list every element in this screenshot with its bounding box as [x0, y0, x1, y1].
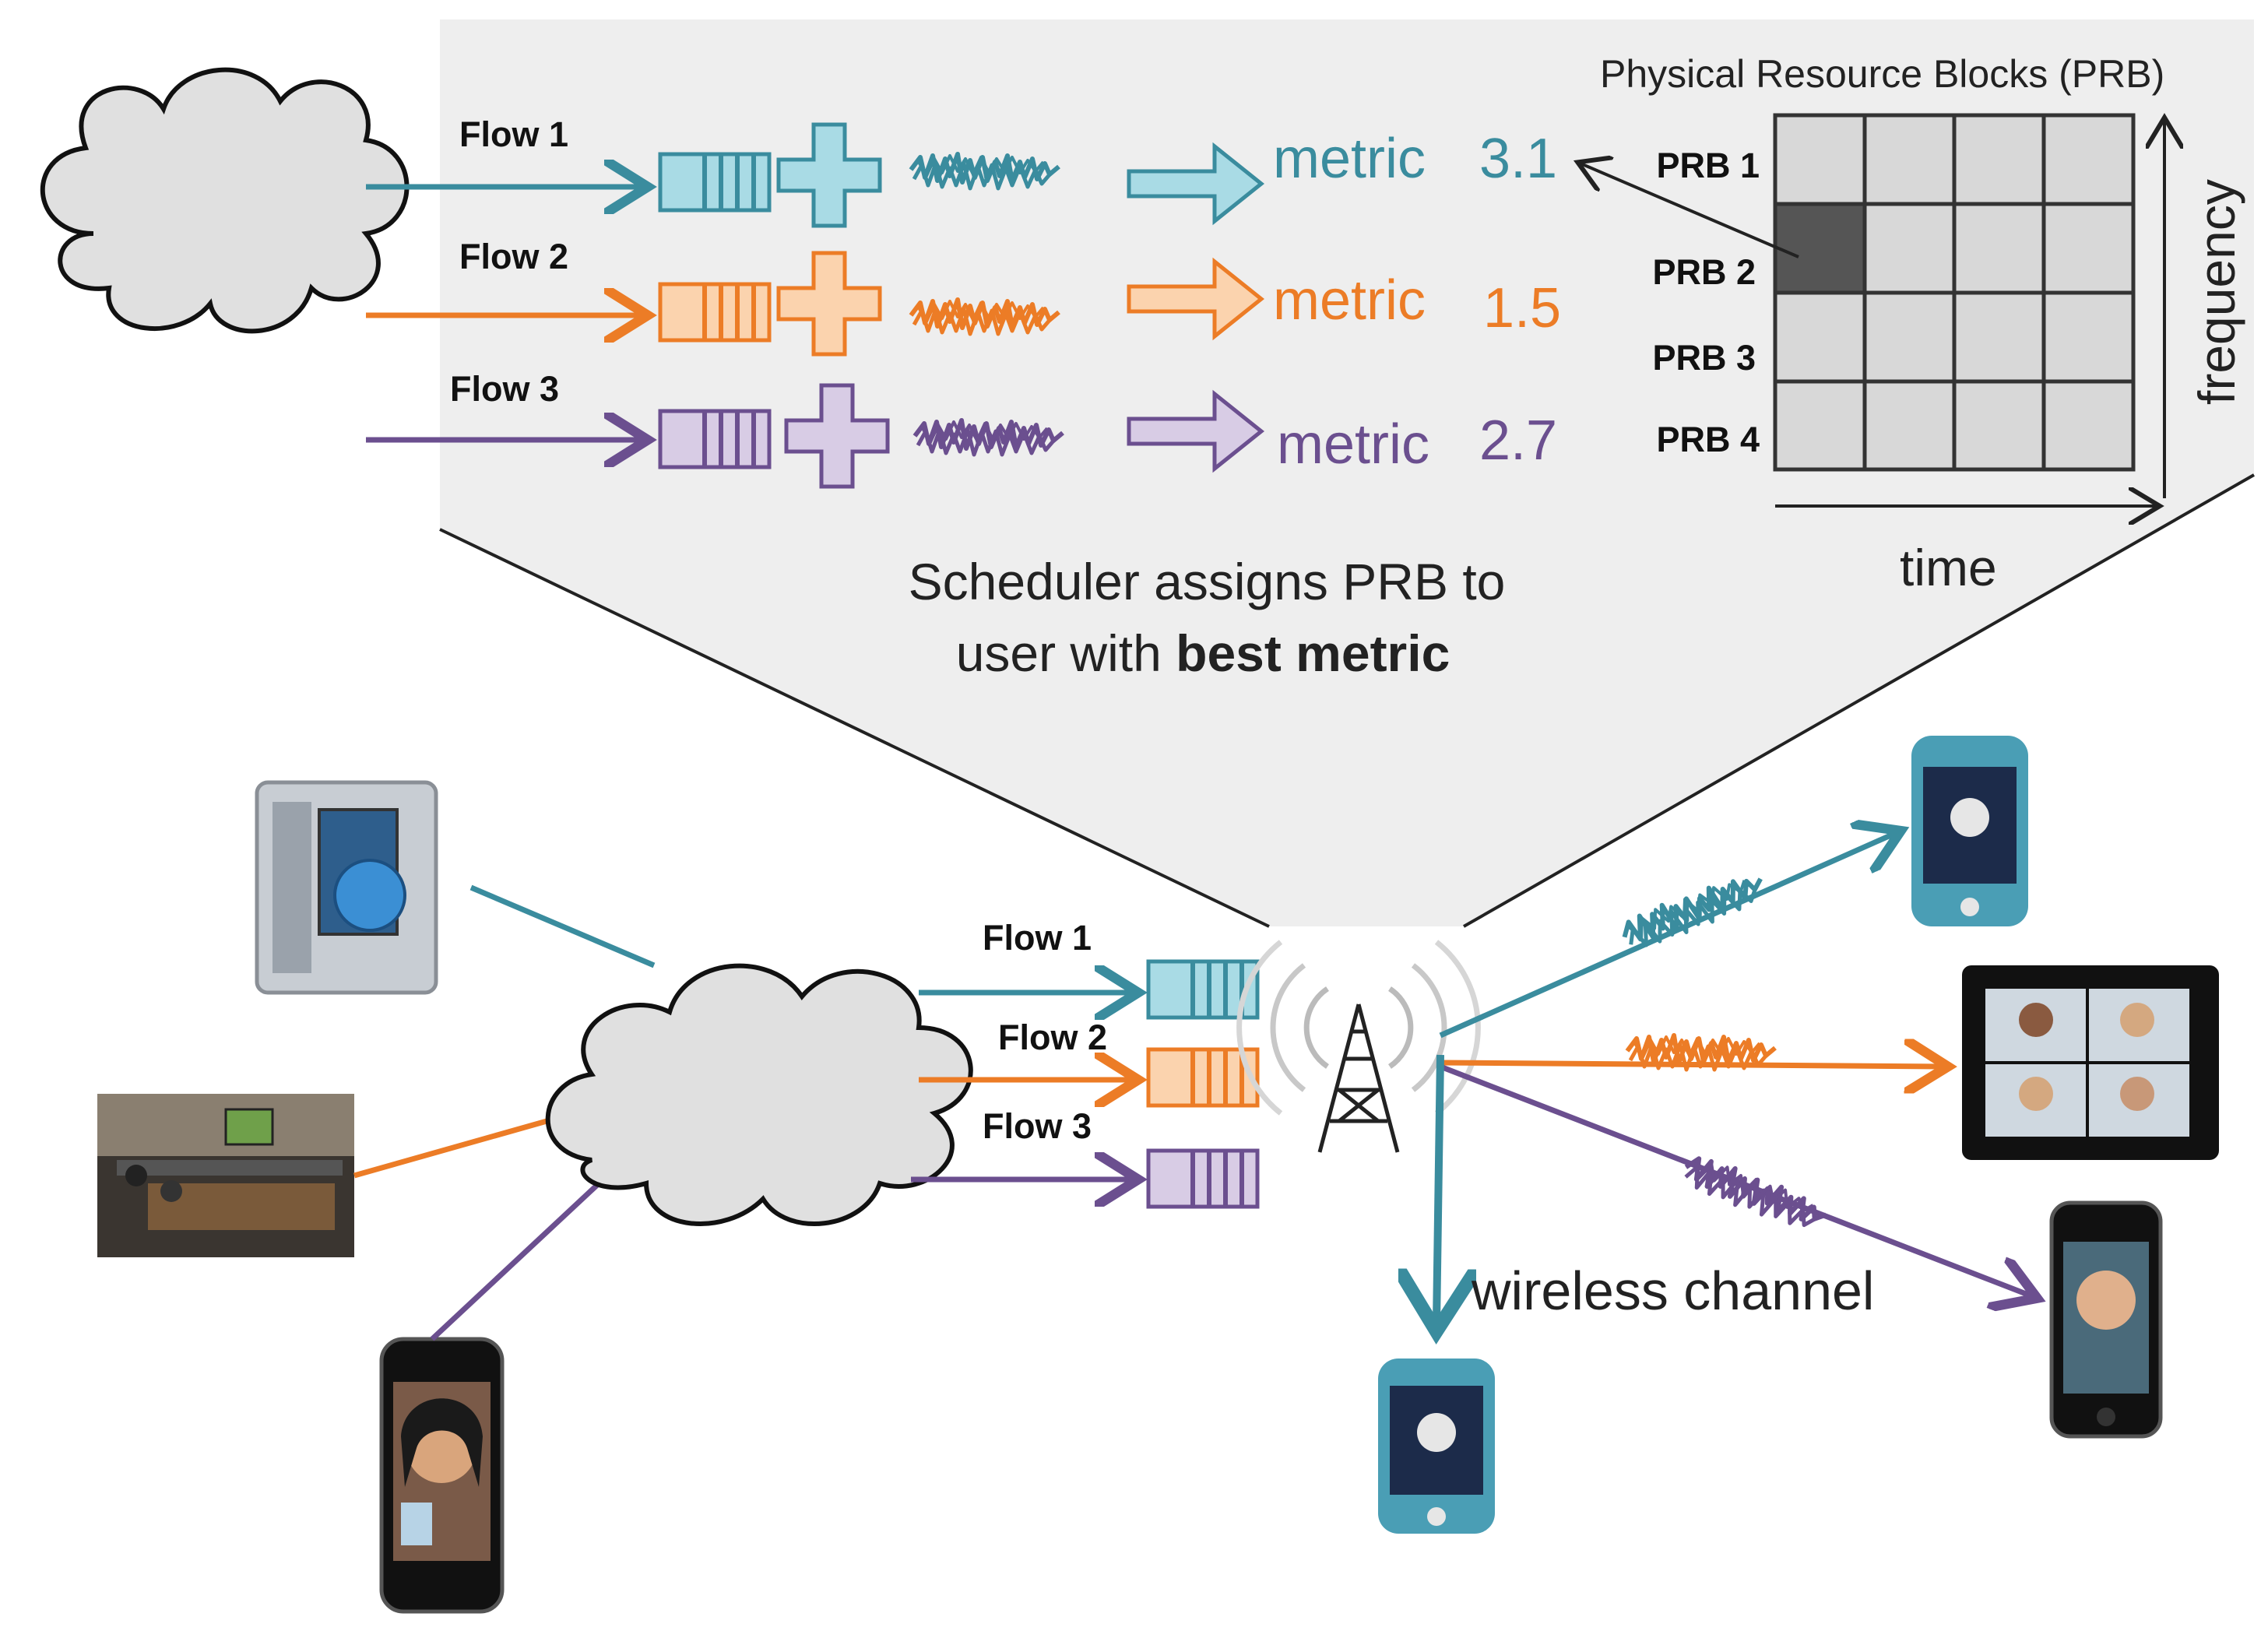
prb-title: Physical Resource Blocks (PRB)	[1600, 52, 2164, 96]
media-server-icon	[255, 780, 438, 995]
network-cloud-icon	[545, 963, 973, 1227]
prb-row-label: PRB 2	[1652, 252, 1756, 292]
metric-label: metric	[1277, 413, 1429, 476]
top-flow-label: Flow 3	[450, 369, 559, 409]
zoom-line-left	[439, 528, 1270, 928]
prb-grid	[1773, 113, 2136, 472]
axis-frequency-label: frequency	[2188, 179, 2245, 405]
arrow-icon	[1127, 389, 1265, 473]
metric-value: 1.5	[1483, 277, 1561, 339]
bottom-flow-label: Flow 3	[983, 1106, 1092, 1146]
wireless-channel-label: wireless channel	[1471, 1260, 1874, 1321]
caption-line-2-bold: best metric	[1176, 624, 1450, 682]
top-flow-label: Flow 2	[459, 237, 568, 276]
plus-icon	[776, 122, 882, 228]
prb-row-label: PRB 1	[1656, 146, 1760, 185]
arrow-icon	[1127, 142, 1265, 226]
caption-line-1: Scheduler assigns PRB to	[909, 553, 1506, 610]
cell-tower-icon	[1236, 940, 1481, 1153]
receiver-smartphone-top-icon	[1911, 736, 2028, 926]
queue-icon	[658, 282, 772, 343]
metric-value: 2.7	[1479, 409, 1557, 472]
source-cloud-icon	[40, 67, 410, 334]
queue-icon	[658, 409, 772, 469]
prb-row-label: PRB 4	[1656, 420, 1760, 459]
metric-label: metric	[1273, 269, 1426, 332]
queue-icon	[1146, 1148, 1260, 1209]
metric-value: 3.1	[1479, 128, 1557, 190]
channel-noise-icon	[1619, 867, 1769, 954]
receiver-iphone-icon	[2049, 1200, 2163, 1439]
bottom-flow-label: Flow 1	[983, 918, 1092, 958]
top-flow-label: Flow 1	[459, 114, 568, 154]
conference-room-photo	[97, 1094, 354, 1257]
top-flow-2: Flow 2 metric 1.5	[366, 237, 1561, 357]
caption-line-2: user with best metric	[956, 624, 1450, 682]
zoom-line-right	[1463, 473, 2255, 928]
source-smartphone-icon	[379, 1337, 505, 1614]
top-flow-1: Flow 1 metric 3.1	[366, 114, 1557, 228]
axis-time-label: time	[1900, 539, 1997, 596]
queue-icon	[1146, 1047, 1260, 1108]
receiver-tablet-icon	[1962, 965, 2219, 1160]
prb-pointer-arrow	[1581, 163, 1799, 258]
wireless-link-teal-down	[1436, 1054, 1440, 1323]
receiver-smartphone-bottom-icon	[1378, 1359, 1495, 1534]
plus-icon	[776, 251, 882, 357]
plus-icon	[784, 383, 890, 489]
flow-2-source-link	[353, 1114, 561, 1179]
top-flow-3: Flow 3 metric 2.7	[366, 369, 1557, 489]
caption-line-2-prefix: user with	[956, 624, 1176, 682]
bottom-flow-label: Flow 2	[998, 1018, 1107, 1057]
flow-3-source-link	[430, 1173, 610, 1341]
flow-1-source-link	[469, 884, 656, 968]
prb-row-label: PRB 3	[1652, 338, 1756, 378]
queue-icon	[1146, 959, 1260, 1020]
metric-label: metric	[1273, 128, 1426, 190]
channel-noise-icon	[1679, 1152, 1830, 1235]
wireless-link-teal-top	[1439, 833, 1896, 1039]
arrow-icon	[1127, 257, 1265, 341]
wireless-link-orange	[1440, 1063, 1943, 1067]
queue-icon	[658, 152, 772, 213]
